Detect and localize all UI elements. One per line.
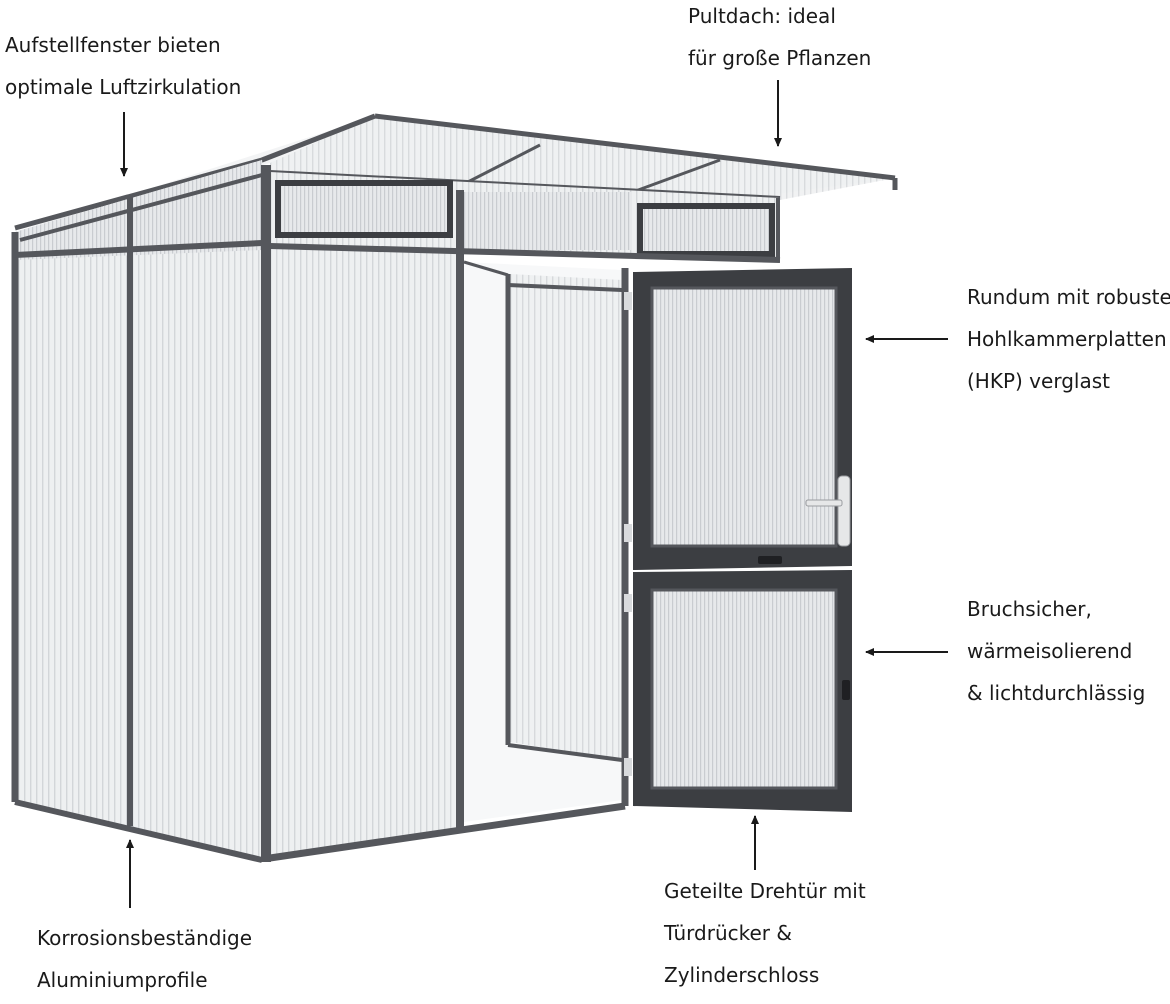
callout-arrows — [120, 80, 948, 908]
annotation-line: Pultdach: ideal — [688, 4, 836, 28]
annotation-line: wärmeisolierend — [967, 639, 1133, 663]
annotation-line: Türdrücker & — [664, 921, 792, 945]
annotation-line: Aufstellfenster bieten — [5, 33, 221, 57]
annotation-line: (HKP) verglast — [967, 369, 1110, 393]
annotation-line: Bruchsicher, — [967, 597, 1092, 621]
annotation-line: & lichtdurchlässig — [967, 681, 1146, 705]
annotation-line: Aluminiumprofile — [37, 968, 208, 992]
annotation-glazing-properties: Bruchsicher, wärmeisolierend & lichtdurc… — [967, 588, 1145, 714]
split-door — [624, 268, 852, 812]
annotation-line: optimale Luftzirkulation — [5, 75, 242, 99]
annotation-twin-wall-panels: Rundum mit robusten Hohlkammerplatten (H… — [967, 276, 1170, 402]
left-wall — [11, 160, 263, 863]
annotation-line: Zylinderschloss — [664, 963, 820, 987]
annotation-line: Hohlkammerplatten — [967, 327, 1167, 351]
annotation-pent-roof: Pultdach: ideal für große Pflanzen — [688, 0, 871, 79]
annotation-line: Korrosionsbeständige — [37, 926, 252, 950]
annotation-split-door: Geteilte Drehtür mit Türdrücker & Zylind… — [664, 870, 866, 996]
annotation-vent-windows: Aufstellfenster bieten optimale Luftzirk… — [5, 24, 241, 108]
door-opening — [463, 260, 629, 822]
annotation-line: Geteilte Drehtür mit — [664, 879, 866, 903]
annotation-line: für große Pflanzen — [688, 46, 872, 70]
front-wall — [261, 165, 781, 862]
annotation-aluminium-profiles: Korrosionsbeständige Aluminiumprofile — [37, 917, 252, 1001]
annotation-line: Rundum mit robusten — [967, 285, 1170, 309]
